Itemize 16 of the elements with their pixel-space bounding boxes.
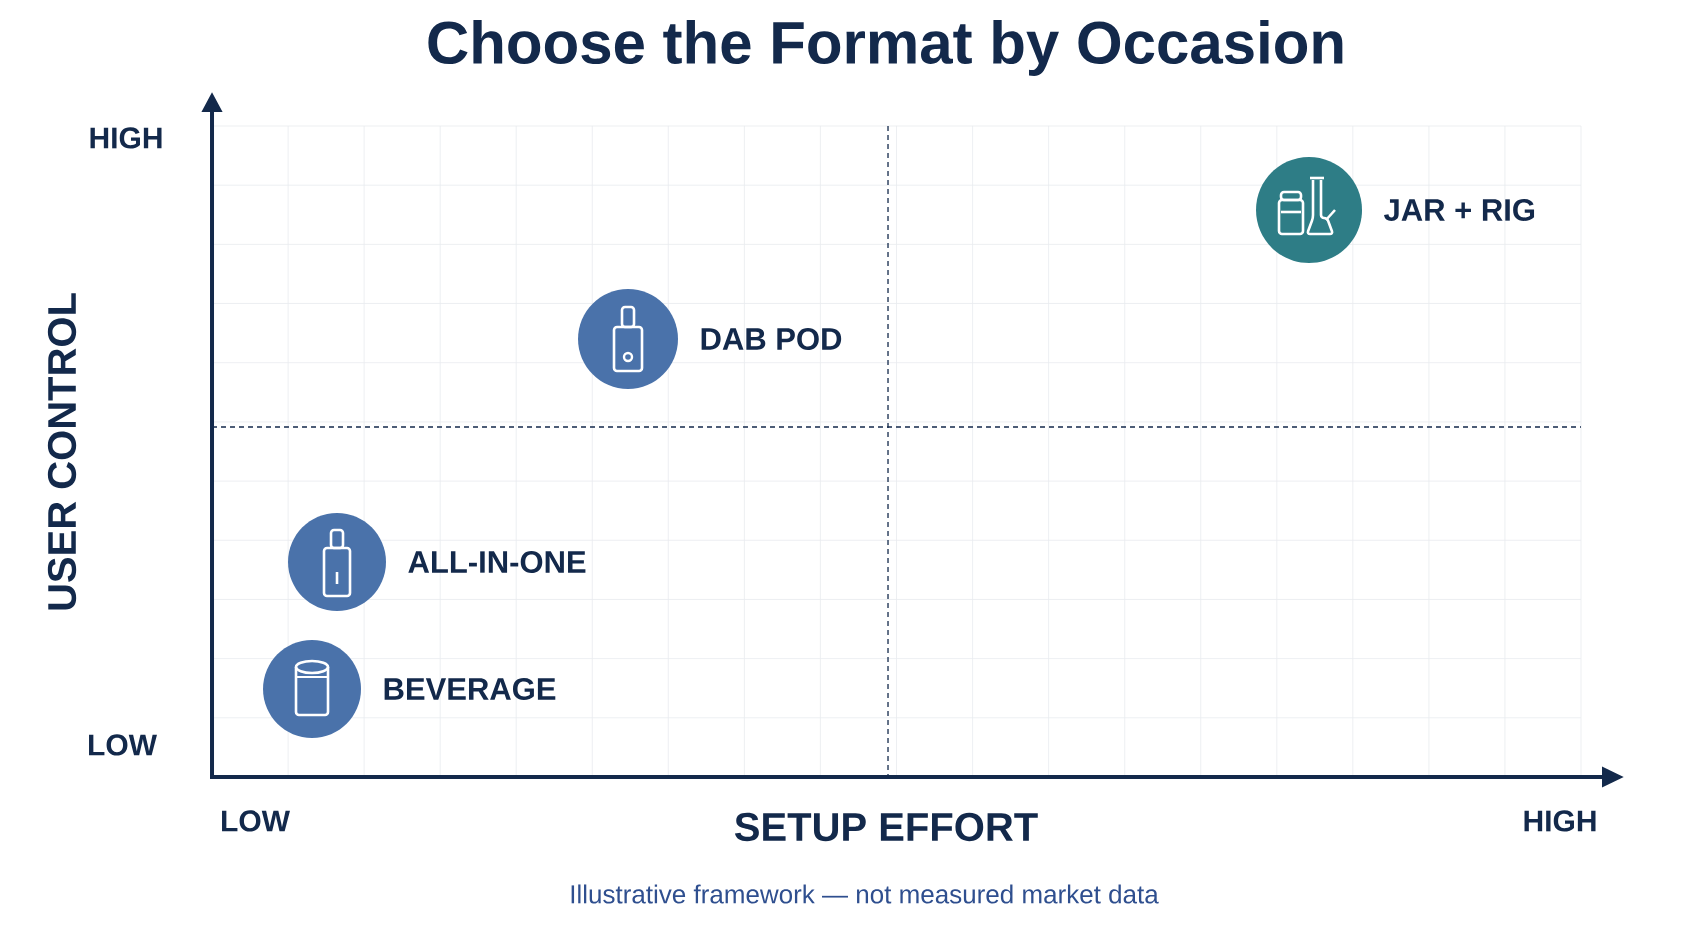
caption: Illustrative framework — not measured market data — [571, 884, 1159, 904]
axis-title: SETUP EFFORT — [734, 812, 1038, 842]
axis-tick-label: HIGH — [90, 127, 162, 149]
product-label: BEVERAGE — [384, 678, 556, 700]
product-circle — [1256, 157, 1362, 263]
axis-title: USER CONTROL — [47, 293, 77, 610]
product-circle — [263, 640, 361, 738]
axis-tick-label: LOW — [89, 734, 157, 756]
product-label: DAB POD — [701, 328, 842, 350]
axis-tick-label: HIGH — [1524, 810, 1596, 832]
product-circle — [578, 289, 678, 389]
axis-tick-label: LOW — [222, 810, 290, 832]
product-label: ALL-IN-ONE — [408, 551, 586, 573]
product-circle — [288, 513, 386, 611]
title: Choose the Format by Occasion — [428, 20, 1343, 76]
product-label: JAR + RIG — [1384, 199, 1535, 221]
